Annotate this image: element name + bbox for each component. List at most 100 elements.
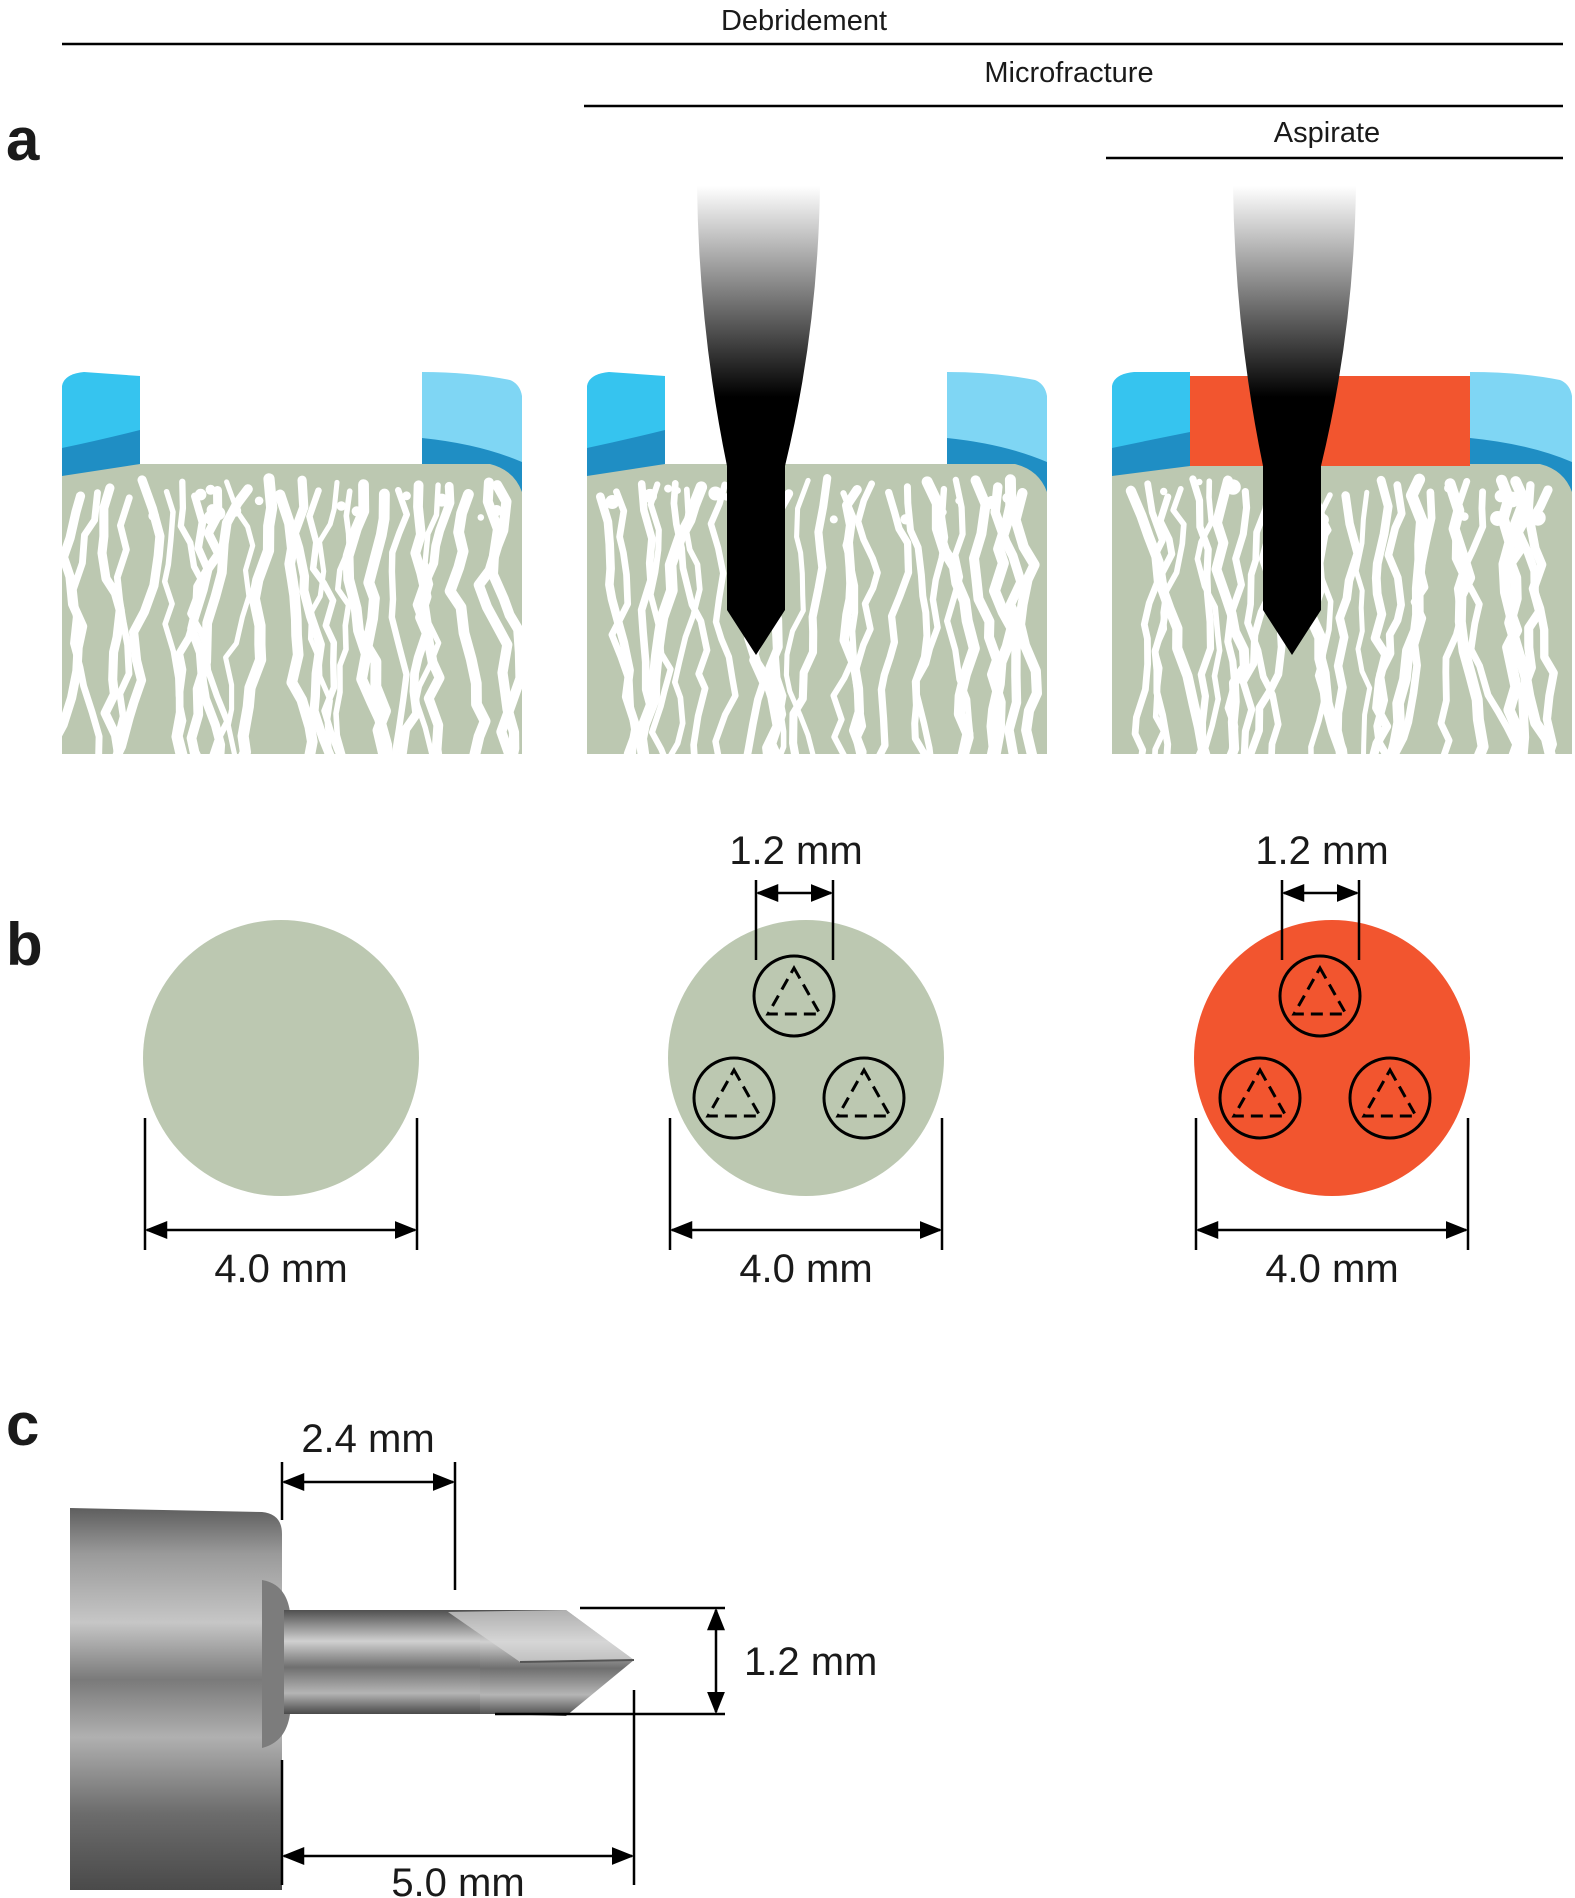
trabecular-void xyxy=(112,475,165,754)
trabecular-pore xyxy=(490,505,503,517)
trabecular-pore xyxy=(148,510,159,522)
trabecular-pattern xyxy=(62,473,522,754)
trabecular-pore xyxy=(1490,511,1502,523)
trabecular-void xyxy=(635,481,708,754)
awl-neck xyxy=(284,1610,484,1714)
trabecular-pore xyxy=(939,508,947,516)
cartilage-right-deep xyxy=(947,438,1047,492)
trabecular-pore xyxy=(1444,483,1454,493)
trabecular-pore xyxy=(900,514,911,525)
trabecular-void xyxy=(397,481,455,754)
panel-label-b: b xyxy=(6,911,43,978)
trabecular-void xyxy=(921,476,980,754)
trabecular-pore xyxy=(336,501,347,511)
trabecular-void xyxy=(1514,481,1558,754)
tip-diameter-label: 1.2 mm xyxy=(744,1640,877,1684)
trabecular-void xyxy=(1437,488,1487,754)
trabecular-pore xyxy=(1196,478,1203,486)
trabecular-pore xyxy=(955,497,963,505)
trabecular-void xyxy=(913,485,949,754)
trabecular-pore xyxy=(205,484,216,495)
trabecular-void xyxy=(903,483,931,754)
group-headers: Debridement Microfracture Aspirate xyxy=(62,5,1563,160)
trabecular-pore xyxy=(1160,487,1168,496)
trabecular-void xyxy=(171,492,213,754)
trabecular-pore xyxy=(477,514,485,521)
hole-triangle xyxy=(765,964,823,1016)
tip-line xyxy=(519,1659,635,1663)
trabecular-void xyxy=(69,489,103,754)
trabecular-pore xyxy=(206,504,219,516)
trabecular-void xyxy=(361,488,391,754)
trabecular-pore xyxy=(664,484,673,493)
trabecular-void xyxy=(1451,478,1520,754)
hole-triangle xyxy=(1291,964,1349,1016)
header-microfracture: Microfracture xyxy=(984,57,1153,89)
trabecular-pore xyxy=(1504,491,1520,508)
trabecular-void xyxy=(789,474,832,754)
trabecular-pore xyxy=(1494,489,1508,503)
diameter-label: 4.0 mm xyxy=(1265,1247,1398,1291)
hole-label: 1.2 mm xyxy=(729,829,862,873)
trabecular-void xyxy=(876,488,913,754)
defect-circle xyxy=(668,920,944,1196)
defect-circle xyxy=(143,920,419,1196)
trabecular-void xyxy=(1010,488,1042,754)
trabecular-void xyxy=(161,488,188,754)
trabecular-void xyxy=(1386,473,1428,754)
section-aspirate xyxy=(1112,186,1572,754)
trabecular-void xyxy=(1353,489,1373,754)
trabecular-void xyxy=(113,494,133,754)
microfracture-hole xyxy=(1218,1056,1302,1140)
trabecular-pore xyxy=(1460,512,1469,521)
trabecular-void xyxy=(97,483,125,754)
header-aspirate: Aspirate xyxy=(1274,117,1380,149)
panel-label-c: c xyxy=(6,1391,39,1458)
trabecular-void xyxy=(608,488,639,754)
trabecular-void xyxy=(1517,485,1553,754)
cartilage-right-deep xyxy=(422,438,522,492)
microfracture-hole xyxy=(692,1056,776,1140)
diameter-label: 4.0 mm xyxy=(214,1247,347,1291)
awl-shoulder xyxy=(262,1580,290,1748)
hole-triangle xyxy=(1361,1066,1419,1118)
hole-group xyxy=(1218,954,1432,1140)
trabecular-void xyxy=(237,473,278,754)
trabecular-pore xyxy=(435,493,449,507)
trabecular-pore xyxy=(708,486,723,501)
trabecular-void xyxy=(388,487,410,754)
trabecular-void xyxy=(1390,488,1436,754)
trabecular-void xyxy=(851,480,881,754)
trabecular-void xyxy=(413,482,442,754)
trabecular-void xyxy=(944,476,974,754)
trabecular-void xyxy=(186,484,253,754)
trabecular-pore xyxy=(1225,479,1241,495)
tip-length-label: 2.4 mm xyxy=(301,1417,434,1461)
topview-microfracture: 1.2 mm 4.0 mm xyxy=(668,829,944,1291)
trabecular-pore xyxy=(402,491,411,501)
microfracture-awl xyxy=(1233,186,1356,655)
trabecular-void xyxy=(1224,487,1251,754)
defect-circle xyxy=(1194,920,1470,1196)
awl-shaft xyxy=(70,1508,282,1890)
trabecular-void xyxy=(307,479,340,754)
trabecular-pore xyxy=(829,515,838,524)
trabecular-void xyxy=(177,478,231,754)
trabecular-void xyxy=(187,486,226,754)
trabecular-void xyxy=(1151,485,1187,754)
hole-triangle xyxy=(835,1066,893,1118)
microfracture-awl xyxy=(697,186,820,655)
trabecular-pore xyxy=(605,495,620,509)
trabecular-pattern xyxy=(1125,473,1558,754)
total-length-label: 5.0 mm xyxy=(391,1861,524,1898)
trabecular-pore xyxy=(932,496,945,509)
cartilage-left-deep xyxy=(1112,432,1190,476)
trabecular-void xyxy=(1194,478,1223,754)
section-debridement xyxy=(62,372,522,754)
trabecular-pore xyxy=(254,496,264,506)
trabecular-pore xyxy=(643,488,657,503)
trabecular-void xyxy=(1131,480,1166,754)
trabecular-void xyxy=(839,485,867,754)
trabecular-void xyxy=(444,489,491,754)
diameter-label: 4.0 mm xyxy=(739,1247,872,1291)
